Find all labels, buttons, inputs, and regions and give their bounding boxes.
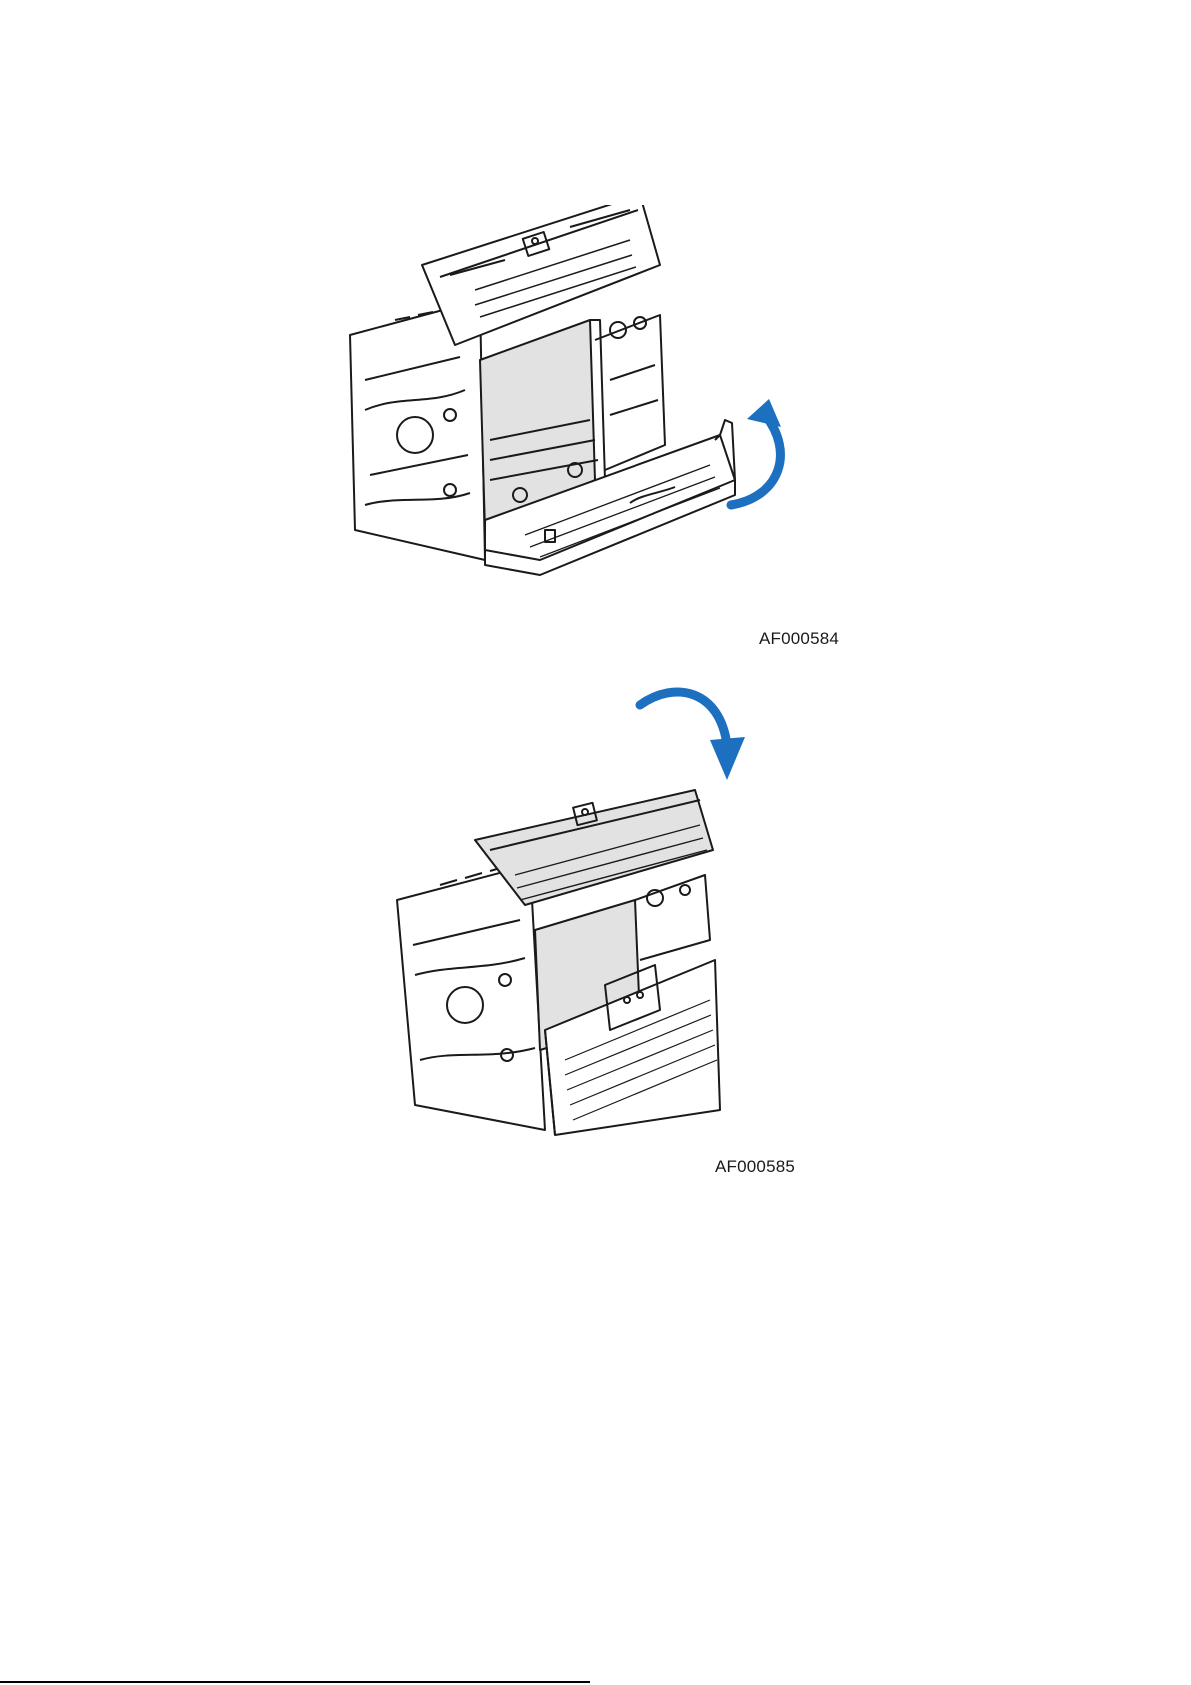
figure-drive-cage-closing bbox=[395, 730, 795, 1140]
rotate-up-arrow-icon bbox=[725, 397, 805, 517]
footer-rule bbox=[0, 1681, 590, 1683]
rotate-down-arrow-icon bbox=[635, 685, 745, 795]
figure-drive-cage-open bbox=[340, 205, 860, 625]
figure-caption-1: AF000584 bbox=[759, 629, 839, 649]
figure-caption-2: AF000585 bbox=[715, 1157, 795, 1177]
